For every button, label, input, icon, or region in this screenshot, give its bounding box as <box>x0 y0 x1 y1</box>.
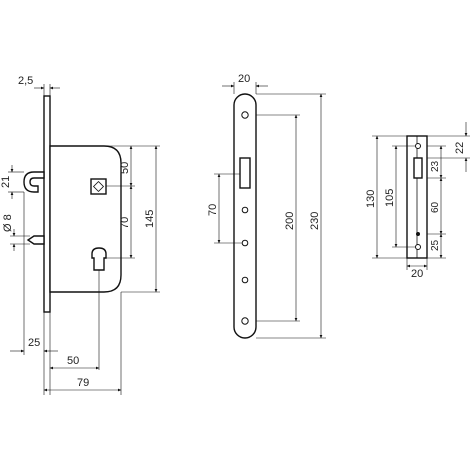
dim-230-label: 230 <box>309 212 321 230</box>
strike-hole-top <box>415 143 421 149</box>
lock-case <box>49 145 122 293</box>
screw-hole-bottom <box>241 317 249 325</box>
dim-200-label: 200 <box>284 212 296 230</box>
strike-hole-bottom <box>415 244 421 250</box>
strike-slot <box>413 157 423 179</box>
dim-60-label: 60 <box>430 201 441 213</box>
dim-backset-label: 25 <box>28 337 40 349</box>
faceplate-front-view: 20 70 200 230 <box>207 73 326 339</box>
dim-top-label: 50 <box>119 162 131 174</box>
dim-bottom-50-label: 50 <box>67 355 79 367</box>
dim-22-label: 22 <box>454 142 466 154</box>
latch-slot <box>239 157 251 189</box>
hook-latch <box>23 171 45 193</box>
strike-plate-view: 22 130 105 23 60 25 20 <box>365 122 470 280</box>
dim-105-label: 105 <box>384 189 396 207</box>
follower-square <box>90 178 107 195</box>
dim-bottom-79-label: 79 <box>77 377 89 389</box>
dim-pin-label: Ø 8 <box>2 214 14 232</box>
dim-center-label: 70 <box>119 217 131 229</box>
faceplate-front <box>233 93 257 339</box>
screw-hole-top <box>241 111 249 119</box>
dim-width-label: 20 <box>238 73 250 85</box>
dim-20-label: 20 <box>411 268 423 280</box>
latch-pin <box>26 235 45 245</box>
strike-hole-lower <box>416 232 420 236</box>
hole-middle-2 <box>241 239 249 247</box>
faceplate <box>43 95 51 313</box>
lock-body-view: 2,5 21 Ø 8 50 70 145 25 50 79 <box>0 75 160 395</box>
cylinder-hole <box>91 247 107 271</box>
dim-130-label: 130 <box>365 190 377 208</box>
dim-23-label: 23 <box>430 160 441 172</box>
dim-70-label: 70 <box>207 204 219 216</box>
dim-25-label: 25 <box>430 239 441 251</box>
dim-height-label: 145 <box>144 210 156 228</box>
hole-lower <box>241 276 249 284</box>
hole-middle-1 <box>241 206 249 214</box>
dim-latch-label: 21 <box>0 176 12 188</box>
follower-spindle <box>92 180 105 193</box>
dim-faceplate-label: 2,5 <box>18 75 33 87</box>
